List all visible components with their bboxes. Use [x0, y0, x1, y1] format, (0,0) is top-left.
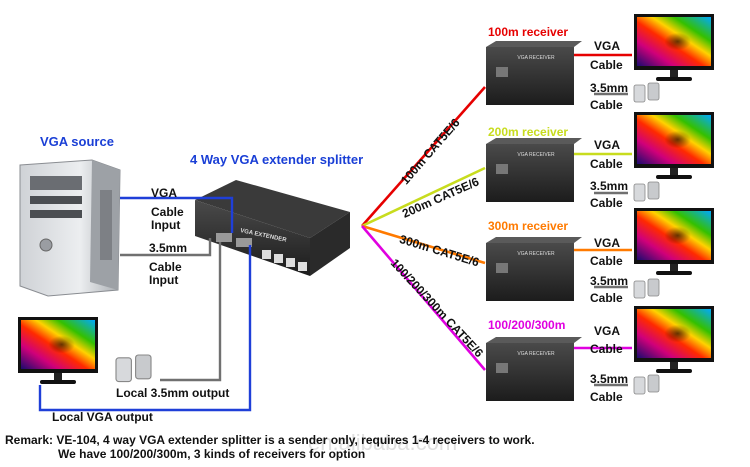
remote-monitor-3 — [634, 208, 714, 275]
link-line-3 — [361, 224, 486, 265]
remote-speakers-4 — [633, 374, 660, 395]
local-speakers — [115, 354, 152, 383]
local-audio-output-label: Local 3.5mm output — [116, 386, 230, 400]
rx2-audio-label-2: Cable — [590, 196, 623, 210]
vga-input-label-3: Input — [151, 218, 181, 232]
splitter-device: VGA EXTENDER — [195, 180, 350, 276]
remote-monitor-4 — [634, 306, 714, 373]
vga-source-title: VGA source — [40, 134, 114, 149]
rx1-audio-label-2: Cable — [590, 98, 623, 112]
splitter-title: 4 Way VGA extender splitter — [190, 152, 364, 167]
vga-input-label-1: VGA — [151, 186, 178, 200]
remote-monitor-2 — [634, 112, 714, 179]
receiver-label-1: 100m receiver — [488, 25, 569, 39]
receiver-label-2: 200m receiver — [488, 125, 569, 139]
rx3-vga-label-1: VGA — [594, 236, 621, 250]
local-audio-line — [160, 242, 222, 382]
rx4-audio-label-2: Cable — [590, 390, 623, 404]
rx1-vga-label-2: Cable — [590, 58, 623, 72]
audio-input-label-3: Input — [149, 273, 179, 287]
link-line-4 — [361, 225, 486, 371]
rx4-vga-label-2: Cable — [590, 342, 623, 356]
receiver-1 — [486, 41, 582, 105]
remote-speakers-3 — [633, 278, 660, 299]
remark-line-2: We have 100/200/300m, 3 kinds of receive… — [58, 447, 366, 461]
vga-source-computer — [19, 159, 121, 297]
audio-input-label-1: 3.5mm — [149, 241, 188, 255]
audio-input-line — [120, 238, 212, 257]
receiver-label-4: 100/200/300m — [488, 318, 566, 332]
link-line-1 — [361, 86, 486, 227]
rx1-audio-label-1: 3.5mm — [590, 81, 629, 95]
rx3-audio-label-2: Cable — [590, 291, 623, 305]
receiver-2 — [486, 138, 582, 202]
audio-input-label-2: Cable — [149, 260, 182, 274]
rx2-audio-label-1: 3.5mm — [590, 179, 629, 193]
link-line-2 — [361, 166, 486, 228]
watermark: en.alibaba.com — [308, 430, 457, 455]
receiver-4 — [486, 337, 582, 401]
vga-input-line — [120, 196, 234, 233]
rx4-audio-label-1: 3.5mm — [590, 372, 629, 386]
local-vga-output-label: Local VGA output — [52, 410, 153, 424]
rx3-vga-label-2: Cable — [590, 254, 623, 268]
remark-line-1: Remark: VE-104, 4 way VGA extender split… — [5, 433, 535, 447]
vga-input-label-2: Cable — [151, 205, 184, 219]
rx1-vga-label-1: VGA — [594, 39, 621, 53]
remote-monitor-1 — [634, 14, 714, 81]
remote-speakers-1 — [633, 82, 660, 103]
receiver-label-3: 300m receiver — [488, 219, 569, 233]
rx2-vga-label-1: VGA — [594, 138, 621, 152]
remote-speakers-2 — [633, 181, 660, 202]
local-monitor — [18, 317, 98, 384]
local-vga-line — [38, 245, 252, 412]
rx3-audio-label-1: 3.5mm — [590, 274, 629, 288]
rx2-vga-label-2: Cable — [590, 157, 623, 171]
rx4-vga-label-1: VGA — [594, 324, 621, 338]
receiver-3 — [486, 237, 582, 301]
